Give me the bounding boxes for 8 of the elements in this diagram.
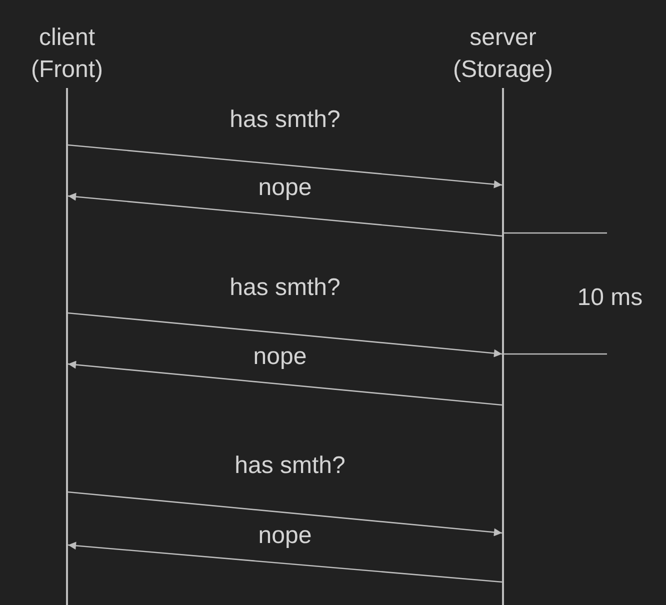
message-arrow bbox=[68, 542, 502, 583]
message-arrow bbox=[68, 192, 502, 237]
participant-label: server (Storage) bbox=[452, 23, 554, 85]
participant-label: client (Front) bbox=[30, 23, 104, 85]
message-arrow bbox=[68, 312, 502, 358]
message-arrow bbox=[68, 491, 502, 536]
message-arrow bbox=[68, 144, 502, 188]
message-arrow bbox=[68, 360, 502, 406]
